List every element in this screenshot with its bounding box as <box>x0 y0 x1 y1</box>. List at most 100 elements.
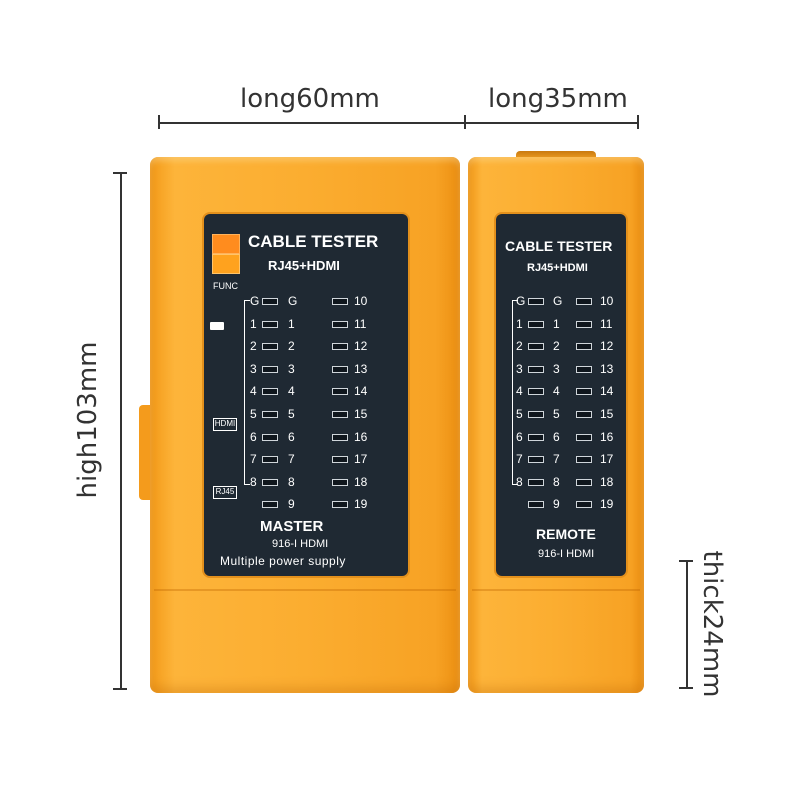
led-indicator <box>332 478 348 486</box>
led-indicator <box>576 388 592 396</box>
led-label: 2 <box>516 339 523 354</box>
led-label: 11 <box>354 316 367 331</box>
led-label: G <box>516 294 526 308</box>
led-label: 8 <box>553 474 560 489</box>
led-indicator <box>576 298 592 305</box>
led-indicator <box>332 411 348 418</box>
remote-name: REMOTE <box>536 526 596 542</box>
func-button[interactable] <box>212 254 240 274</box>
hdmi-icon: HDMI <box>213 418 237 431</box>
length-remote-line <box>466 122 638 124</box>
length-master-label: long60mm <box>240 84 380 114</box>
led-label: 5 <box>516 407 523 421</box>
led-indicator <box>528 365 544 373</box>
led-label: 7 <box>516 452 523 467</box>
led-label: G <box>288 294 298 308</box>
led-label: 2 <box>553 339 560 354</box>
led-label: 8 <box>288 474 295 489</box>
led-label: 6 <box>250 429 257 444</box>
led-label: 4 <box>553 384 560 399</box>
led-label: 2 <box>250 339 257 354</box>
func-label: FUNC <box>213 281 238 291</box>
led-label: 3 <box>250 361 257 376</box>
led-indicator <box>528 343 544 351</box>
master-side-switch <box>139 405 153 500</box>
led-label: 8 <box>516 474 523 489</box>
led-label: 4 <box>288 384 295 399</box>
led-label: 14 <box>600 384 614 399</box>
led-indicator <box>332 343 348 351</box>
led-indicator <box>528 388 544 396</box>
led-label: 12 <box>354 339 368 354</box>
func-button-top[interactable] <box>212 234 240 254</box>
led-indicator <box>576 343 592 351</box>
led-indicator <box>576 411 592 418</box>
led-label: 1 <box>288 316 295 331</box>
led-indicator <box>262 478 278 486</box>
led-label: 14 <box>354 384 368 399</box>
led-label: 16 <box>600 429 614 444</box>
led-indicator <box>332 433 348 441</box>
height-tick-top <box>113 172 127 174</box>
led-indicator <box>262 365 278 373</box>
height-line <box>120 172 122 690</box>
led-label: 18 <box>600 474 614 489</box>
led-indicator <box>576 456 592 464</box>
led-label: 18 <box>354 474 368 489</box>
master-note: Multiple power supply <box>220 554 346 568</box>
led-label: G <box>250 294 260 308</box>
led-label: 16 <box>354 429 368 444</box>
led-label: 15 <box>354 407 368 421</box>
led-label: 7 <box>250 452 257 467</box>
led-label: 7 <box>553 452 560 467</box>
led-label: 5 <box>288 407 295 421</box>
led-indicator <box>262 456 278 464</box>
remote-subtitle: RJ45+HDMI <box>527 262 588 274</box>
led-label: 3 <box>288 361 295 376</box>
led-label: 6 <box>553 429 560 444</box>
led-indicator <box>576 433 592 441</box>
led-label: 3 <box>553 361 560 376</box>
remote-connector <box>516 151 596 161</box>
master-subtitle: RJ45+HDMI <box>268 258 340 273</box>
led-indicator <box>332 298 348 305</box>
led-indicator <box>332 365 348 373</box>
thickness-tick-top <box>679 560 693 562</box>
length-master-line <box>158 122 464 124</box>
length-remote-tick-right <box>637 115 639 129</box>
led-label: 6 <box>516 429 523 444</box>
remote-bracket <box>512 300 518 485</box>
led-indicator <box>528 456 544 464</box>
length-master-tick-right <box>464 115 466 129</box>
length-master-tick-left <box>158 115 160 129</box>
led-label: 2 <box>288 339 295 354</box>
led-indicator <box>528 478 544 486</box>
led-label: 5 <box>553 407 560 421</box>
led-indicator <box>528 411 544 418</box>
led-label: 9 <box>553 497 560 512</box>
led-indicator <box>262 433 278 441</box>
master-model: 916-I HDMI <box>272 538 329 550</box>
led-indicator <box>332 501 348 509</box>
rj45-icon: RJ45 <box>213 486 237 499</box>
length-remote-label: long35mm <box>488 84 628 114</box>
thickness-tick-bottom <box>679 687 693 689</box>
led-indicator <box>528 501 544 509</box>
led-indicator <box>576 478 592 486</box>
led-label: 4 <box>516 384 523 399</box>
led-indicator <box>576 320 592 328</box>
led-indicator <box>262 501 278 509</box>
led-label: 13 <box>354 361 368 376</box>
led-indicator <box>332 456 348 464</box>
led-label: 1 <box>516 316 523 331</box>
thickness-label: thick24mm <box>697 550 727 698</box>
remote-model: 916-I HDMI <box>538 548 595 560</box>
led-indicator <box>576 501 592 509</box>
led-indicator <box>262 411 278 418</box>
led-label: 3 <box>516 361 523 376</box>
usb-icon <box>210 322 224 330</box>
led-label: 7 <box>288 452 295 467</box>
led-label: 19 <box>600 497 614 512</box>
height-tick-bottom <box>113 688 127 690</box>
